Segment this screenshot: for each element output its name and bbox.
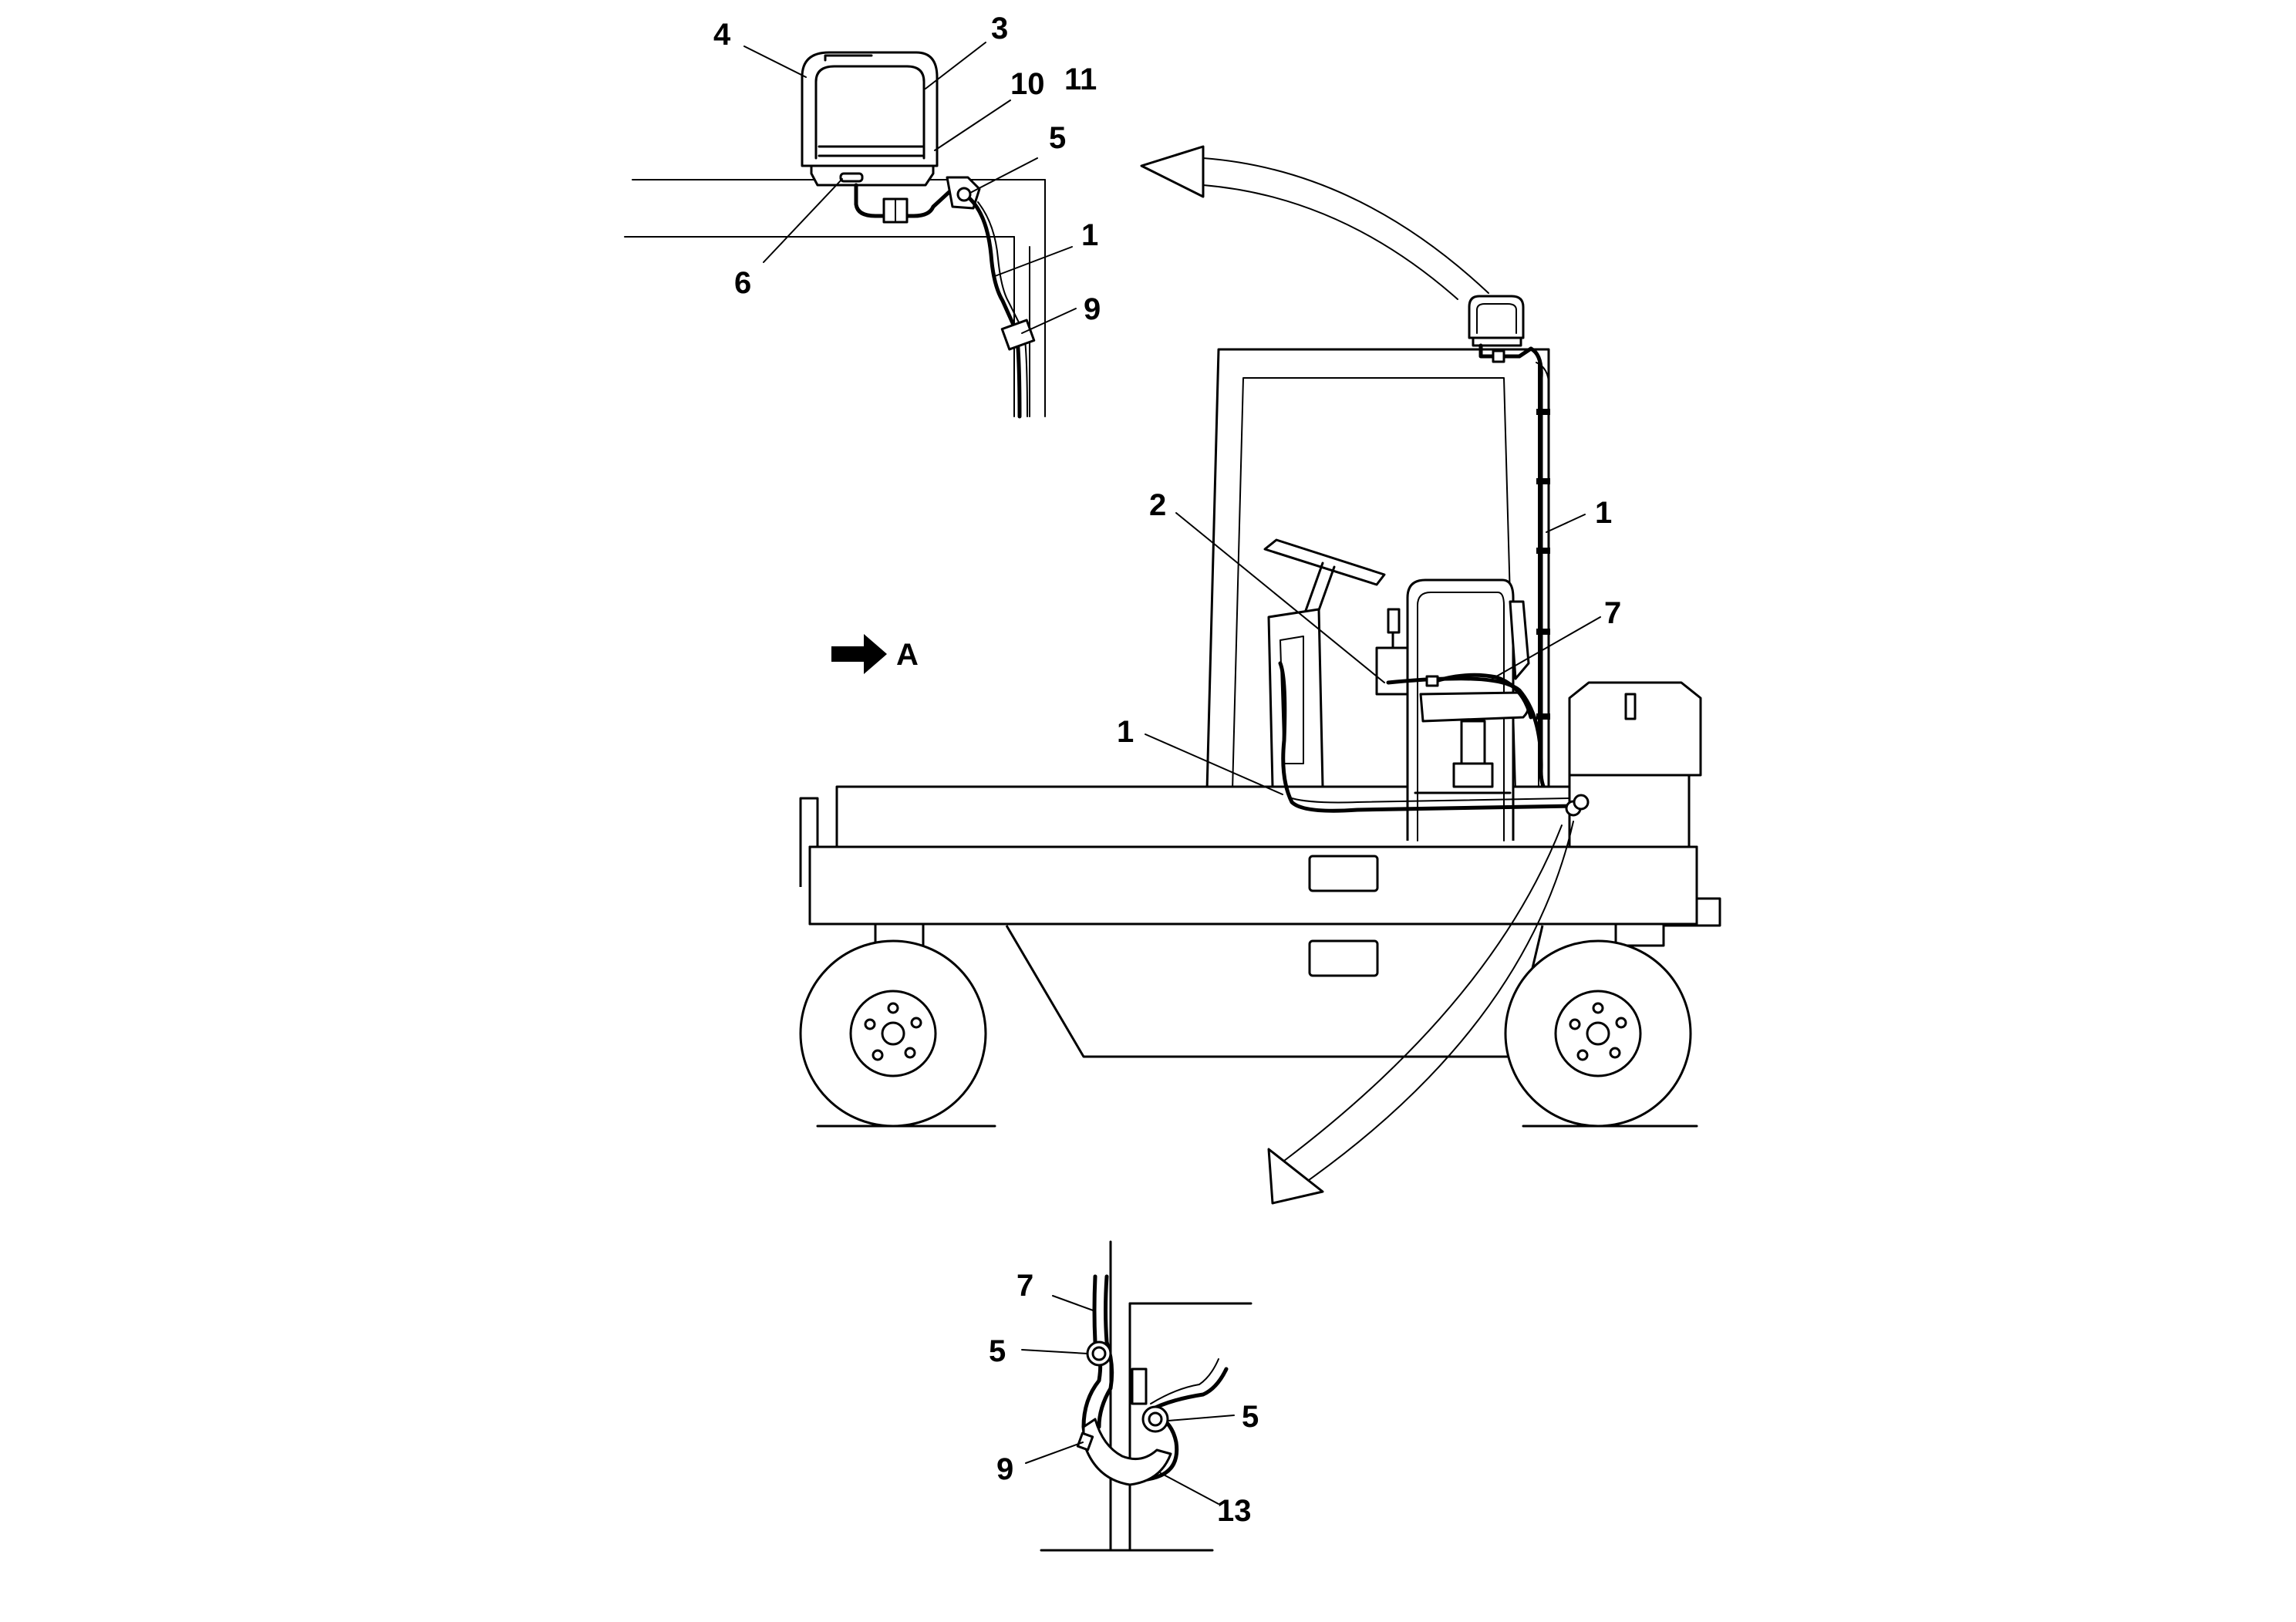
- callout-top-5: 5: [1049, 121, 1066, 155]
- detail-arrow-bottom: [1267, 821, 1574, 1205]
- callout-main-2: 2: [1149, 488, 1166, 522]
- callout-bot-7: 7: [1017, 1269, 1033, 1303]
- cable-harness-main: [1529, 346, 1572, 820]
- callout-top-6: 6: [734, 266, 751, 300]
- beacon-lamp: [801, 51, 981, 224]
- callout-main-1-right: 1: [1595, 496, 1612, 530]
- callout-top-4: 4: [713, 18, 731, 52]
- rear-wheel: [1504, 939, 1698, 1128]
- callout-top-9: 9: [1084, 292, 1101, 326]
- machine-side-view: [799, 295, 1721, 1128]
- cable-harness-top: [968, 197, 1022, 419]
- front-wheel: [799, 939, 996, 1128]
- callout-bot-5-left: 5: [989, 1334, 1006, 1368]
- callout-bot-13: 13: [1217, 1494, 1252, 1528]
- junction-detail-view: [1040, 1240, 1253, 1552]
- callout-bot-5-right: 5: [1242, 1400, 1259, 1434]
- callout-top-11: 11: [1064, 62, 1097, 96]
- operator-seat: [1406, 578, 1530, 841]
- callout-top-3: 3: [991, 12, 1008, 46]
- callout-main-7: 7: [1604, 596, 1621, 630]
- detail-arrow-top: [1140, 145, 1489, 300]
- callout-labels: 4 3 10 11 5 6 1 9 1 2 7 1 A 7 5 5 9 13: [713, 12, 1621, 1528]
- beacon-detail-view: [624, 51, 1046, 419]
- view-arrow-a: [831, 634, 887, 674]
- view-label-a: A: [896, 638, 919, 672]
- beacon-on-cab: [1468, 295, 1533, 363]
- cable-clips: [1536, 409, 1550, 720]
- callout-main-1-left: 1: [1117, 715, 1134, 749]
- cable-clamp: [1000, 319, 1036, 351]
- leader-lines: [743, 42, 1601, 1505]
- callout-top-1: 1: [1081, 218, 1098, 252]
- callout-top-10: 10: [1010, 67, 1045, 101]
- callout-bot-9: 9: [996, 1452, 1013, 1486]
